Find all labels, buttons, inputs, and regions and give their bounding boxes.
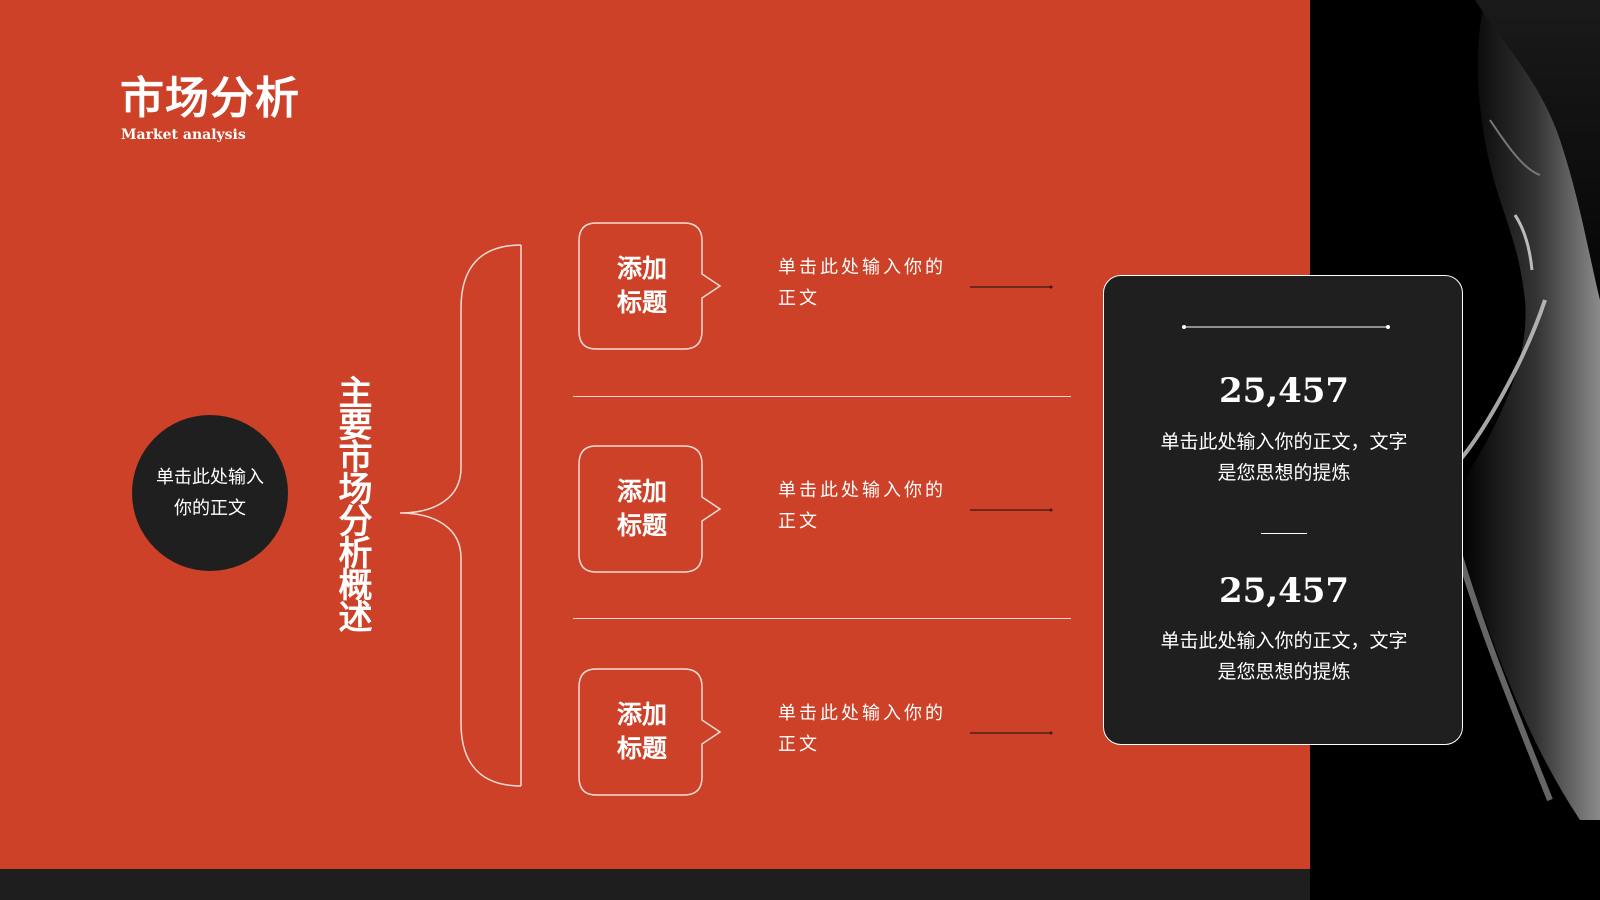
speech-bubble-icon bbox=[578, 668, 722, 796]
arrow-line-icon bbox=[970, 731, 1053, 735]
bubble-title-3: 添加标题 bbox=[616, 700, 667, 763]
stat-desc-2: 单击此处输入你的正文，文字是您思想的提炼 bbox=[1160, 630, 1408, 683]
row-text-3: 单击此处输入你的正文 bbox=[778, 703, 946, 755]
curly-brace-icon bbox=[399, 244, 522, 787]
page-title: 市场分析 bbox=[120, 73, 300, 124]
card-divider bbox=[1261, 533, 1307, 534]
row-divider bbox=[573, 618, 1071, 619]
speech-bubble-icon bbox=[578, 445, 722, 573]
bubble-title-2: 添加标题 bbox=[616, 477, 667, 540]
title-bubble-3[interactable]: 添加标题 bbox=[578, 668, 722, 796]
title-bubble-2[interactable]: 添加标题 bbox=[578, 445, 722, 573]
center-circle-text: 单击此处输入你的正文 bbox=[156, 467, 264, 519]
bubble-title-1: 添加标题 bbox=[616, 254, 667, 317]
arrow-line-icon bbox=[970, 508, 1053, 512]
vertical-section-title: 主要市场分析概述 bbox=[332, 375, 372, 631]
stats-card: 25,457 单击此处输入你的正文，文字是您思想的提炼 25,457 单击此处输… bbox=[1103, 275, 1463, 745]
title-bubble-1[interactable]: 添加标题 bbox=[578, 222, 722, 350]
stat-value-1: 25,457 bbox=[1218, 371, 1350, 411]
card-decorative-line bbox=[1182, 325, 1390, 329]
row-text-1: 单击此处输入你的正文 bbox=[778, 257, 946, 309]
speech-bubble-icon bbox=[578, 222, 722, 350]
stat-value-2: 25,457 bbox=[1218, 571, 1350, 611]
arrow-line-icon bbox=[970, 285, 1053, 289]
stat-desc-1: 单击此处输入你的正文，文字是您思想的提炼 bbox=[1160, 431, 1408, 484]
center-circle[interactable]: 单击此处输入你的正文 bbox=[132, 415, 288, 571]
bottom-dark-bar bbox=[0, 869, 1310, 900]
row-text-2: 单击此处输入你的正文 bbox=[778, 480, 946, 532]
page-subtitle: Market analysis bbox=[121, 127, 246, 143]
row-divider bbox=[573, 396, 1071, 397]
